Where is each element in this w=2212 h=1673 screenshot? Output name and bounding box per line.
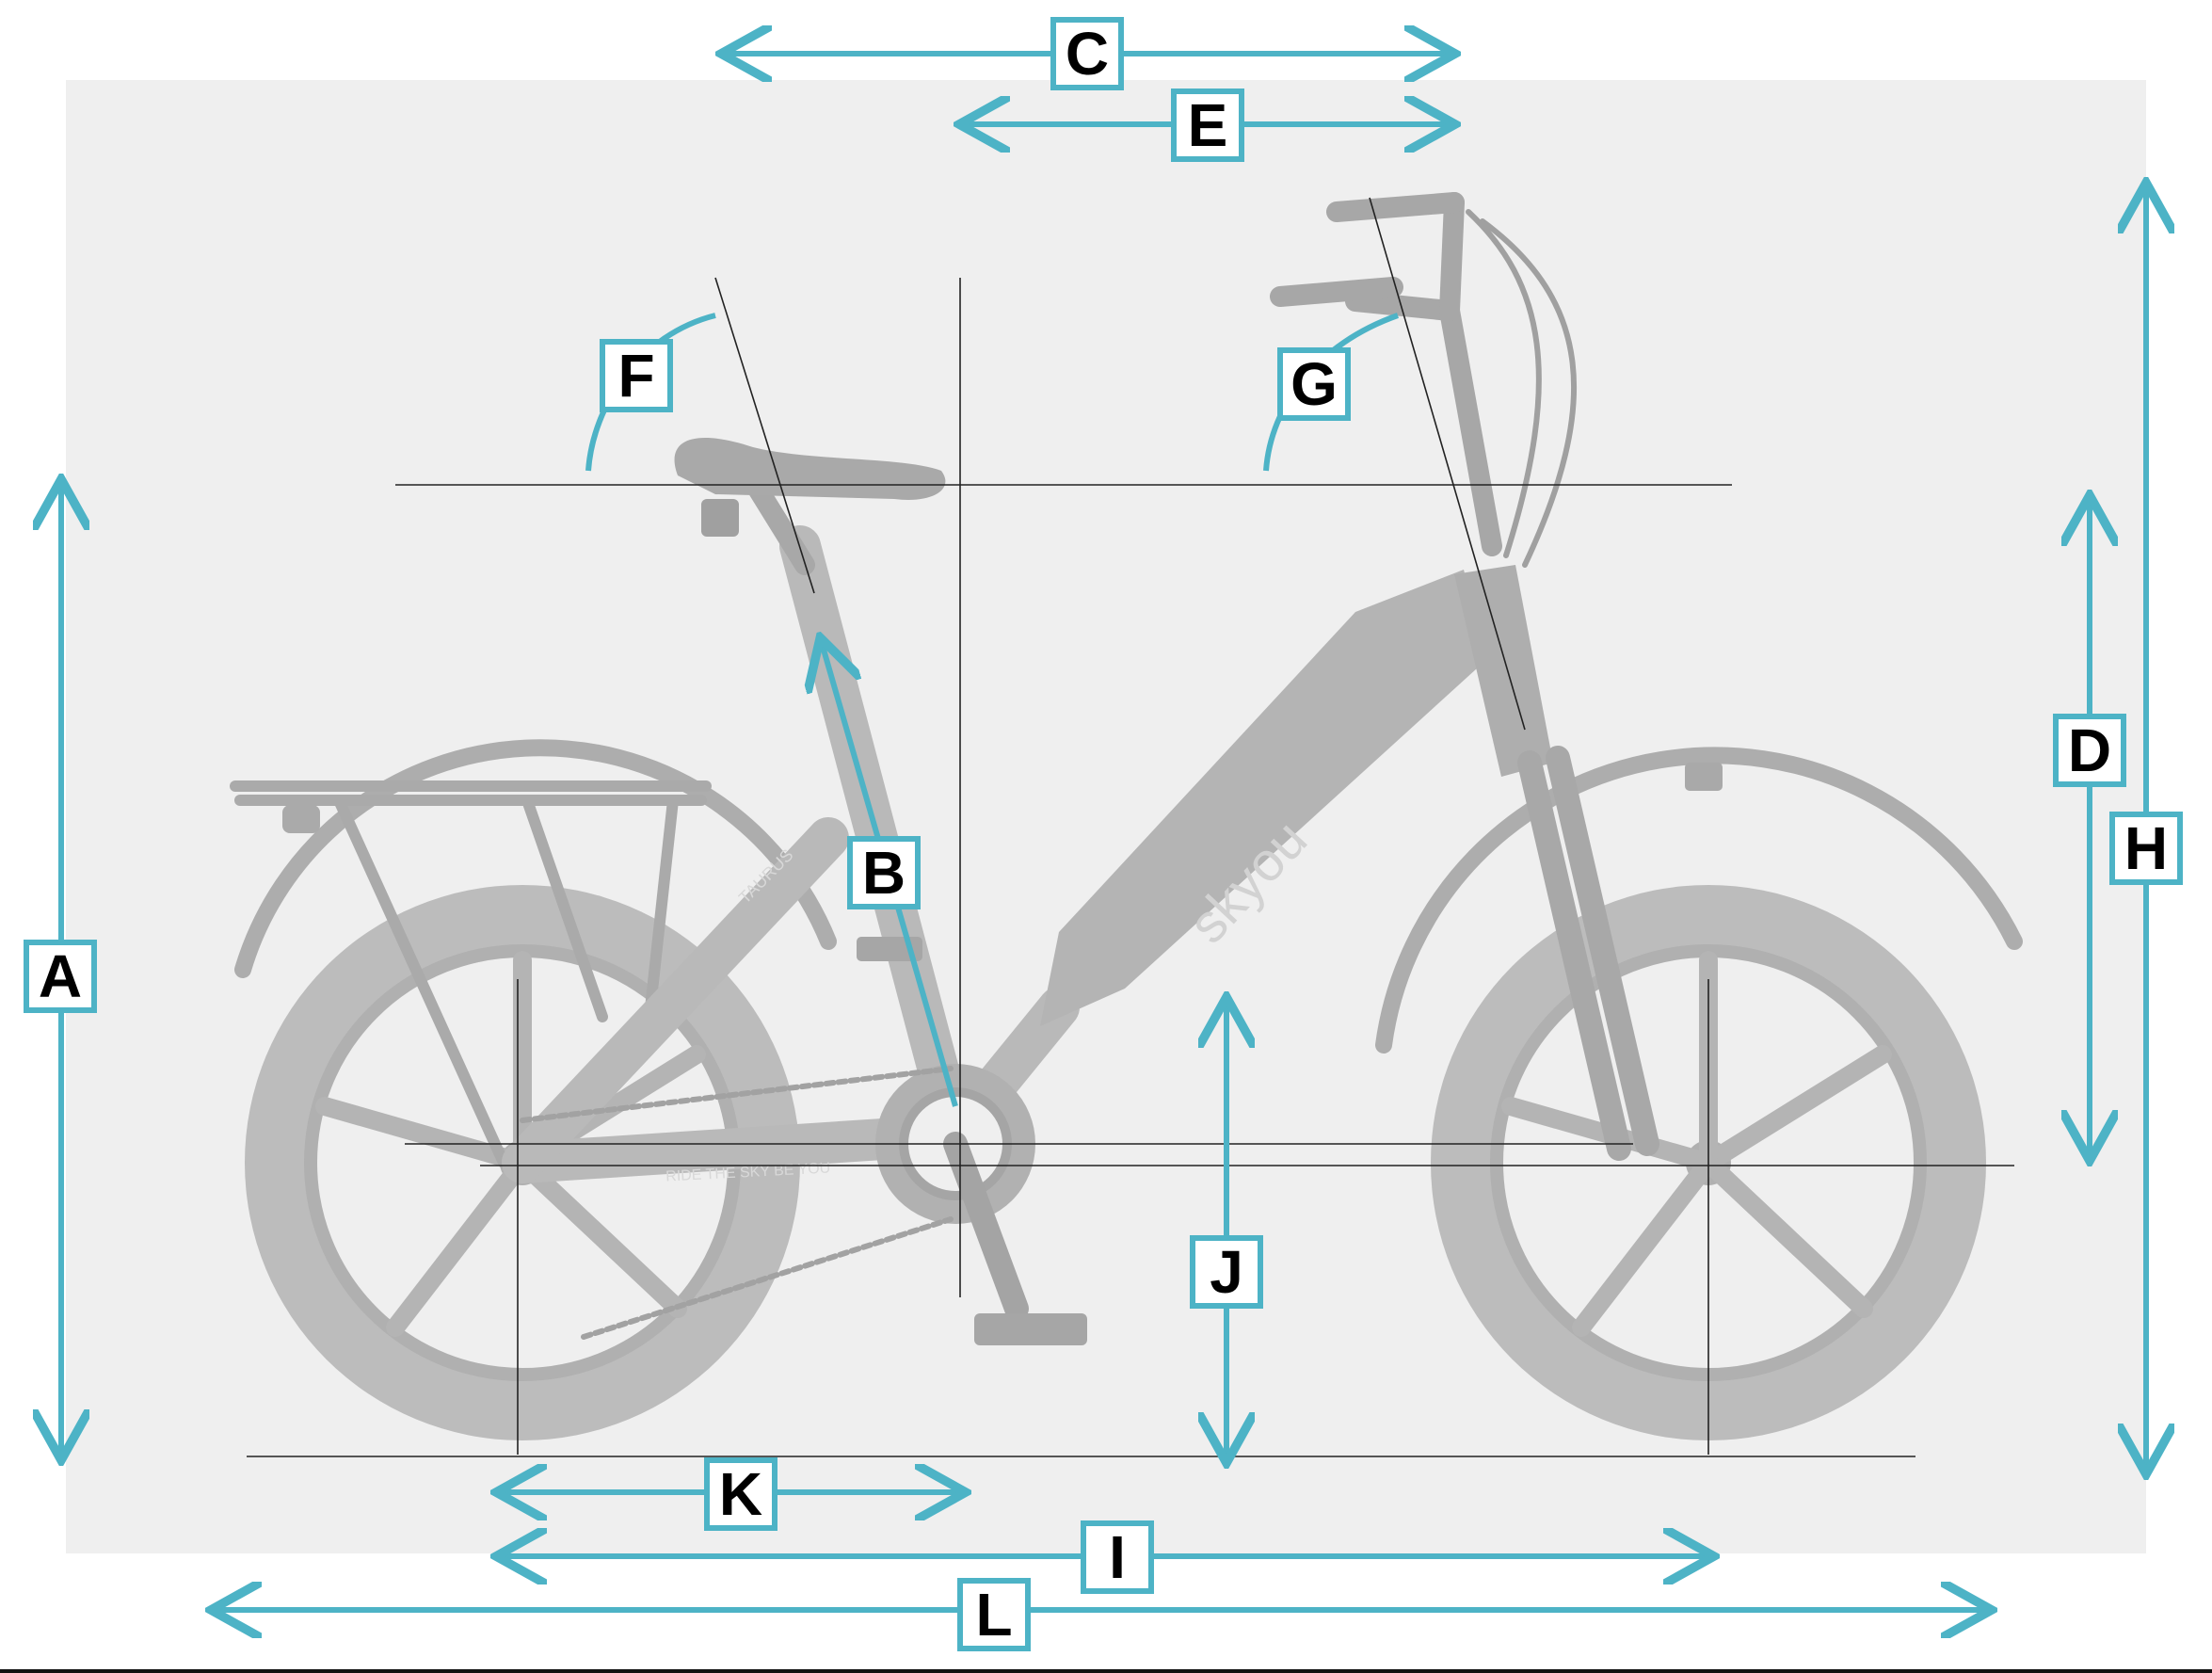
label-g: G bbox=[1277, 347, 1351, 421]
guide-lines bbox=[247, 197, 2014, 1457]
label-i: I bbox=[1081, 1520, 1154, 1594]
label-d: D bbox=[2053, 714, 2126, 787]
label-a: A bbox=[24, 940, 97, 1013]
label-l: L bbox=[957, 1578, 1031, 1651]
label-h: H bbox=[2109, 812, 2183, 885]
label-f: F bbox=[600, 339, 673, 412]
label-k: K bbox=[704, 1457, 777, 1531]
bike-illustration bbox=[230, 192, 2023, 1440]
label-b: B bbox=[847, 836, 921, 909]
label-c: C bbox=[1050, 17, 1124, 90]
label-e: E bbox=[1171, 88, 1244, 162]
bottom-border bbox=[0, 1669, 2212, 1673]
label-j: J bbox=[1190, 1235, 1263, 1309]
